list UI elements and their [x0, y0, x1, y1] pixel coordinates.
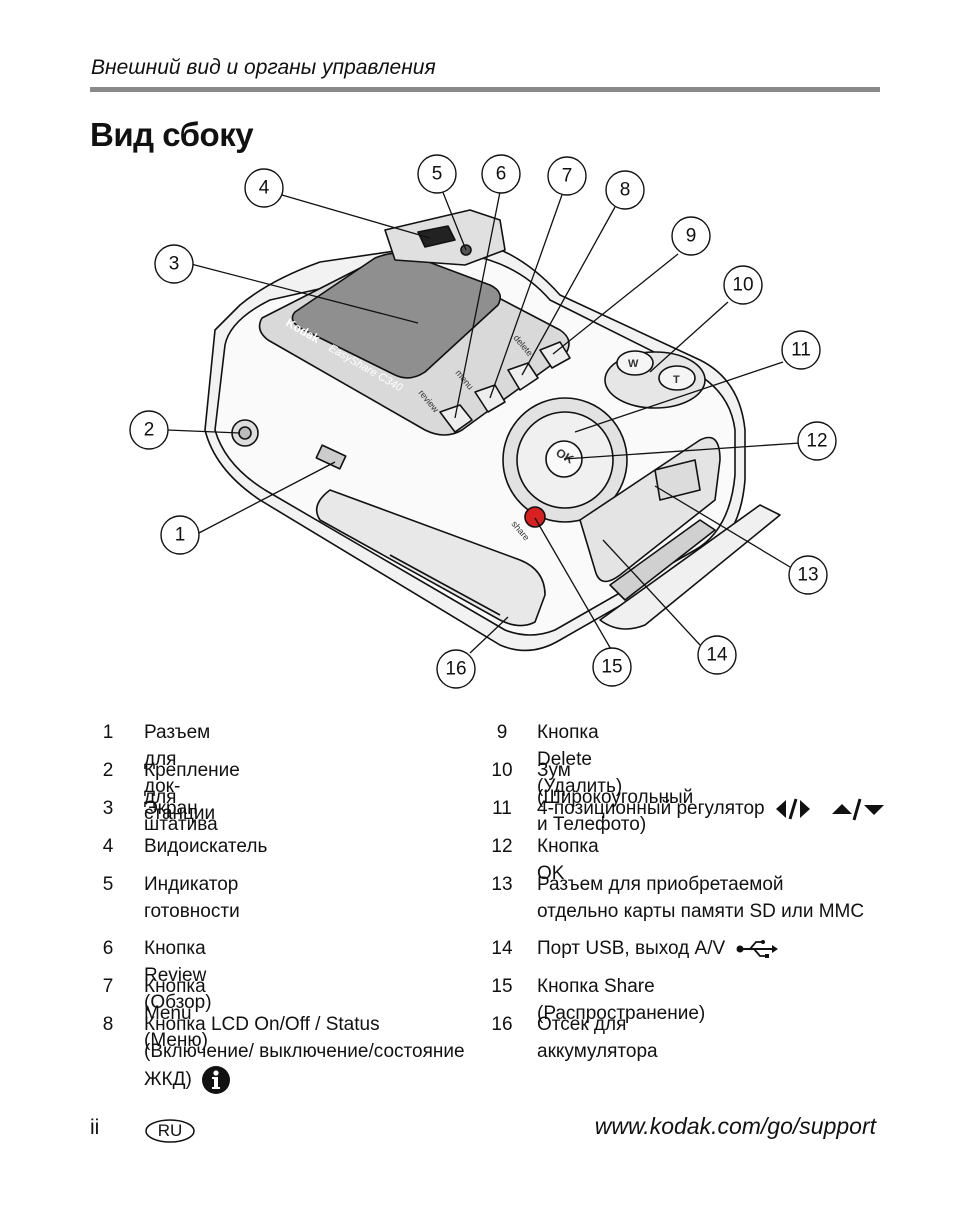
legend-text: Кнопка OK [537, 836, 599, 884]
legend-text: Видоискатель [144, 836, 268, 857]
legend-text: Отсек для аккумулятора [537, 1014, 658, 1062]
info-icon [202, 1066, 231, 1094]
legend-num: 2 [102, 760, 114, 781]
callout-circle-1 [160, 515, 200, 555]
legend-text: Зум (Широкоугольный и Телефото) [537, 760, 694, 835]
support-link[interactable]: www.kodak.com/go/support [594, 1113, 876, 1139]
callout-11: 11 [791, 340, 811, 361]
legend-num: 12 [491, 836, 513, 857]
zoom-t-label: T [673, 374, 680, 386]
legend-text: Кнопка Review (Обзор) [144, 938, 212, 1013]
callout-14: 14 [706, 645, 728, 666]
zoom-w-label: W [628, 358, 639, 370]
legend-text: Крепление для штатива [144, 760, 240, 835]
callout-10: 10 [732, 275, 753, 296]
callout-circle-11 [781, 330, 821, 370]
callout-circle-16 [436, 649, 476, 689]
legend-num: 13 [491, 874, 513, 895]
legend-num: 9 [496, 722, 508, 743]
legend-text: Кнопка Delete (Удалить) [537, 722, 623, 797]
callout-5: 5 [432, 164, 443, 185]
callout-9: 9 [686, 226, 697, 247]
language-badge: RU [145, 1119, 195, 1143]
callout-4: 4 [259, 178, 270, 199]
legend-text: Разъем для приобретаемой отдельно карты … [537, 874, 865, 922]
callout-circle-3 [154, 244, 194, 284]
section-header: Внешний вид и органы управления [91, 56, 436, 79]
callout-circle-5 [417, 154, 457, 194]
legend-num: 4 [102, 836, 114, 857]
legend-text: Кнопка Menu (Меню) [144, 976, 209, 1051]
legend-num: 15 [491, 976, 513, 997]
callout-15: 15 [601, 657, 622, 678]
page-number: ii [90, 1116, 100, 1139]
callout-circle-10 [723, 265, 763, 305]
callout-circle-14 [697, 635, 737, 675]
legend-num: 1 [102, 722, 114, 743]
callout-13: 13 [797, 565, 818, 586]
legend-text: Экран [144, 798, 198, 819]
legend-num: 10 [491, 760, 513, 781]
usb-icon [736, 939, 779, 958]
page-title: Вид сбоку [90, 116, 254, 153]
legend-text: Индикатор готовности [144, 874, 240, 922]
callout-12: 12 [806, 431, 827, 452]
legend-num: 8 [102, 1014, 114, 1035]
legend-num: 11 [492, 798, 512, 819]
callout-3: 3 [169, 254, 180, 275]
legend-text: Кнопка LCD On/Off / Status (Включение/ в… [144, 1011, 484, 1095]
legend-num: 14 [491, 938, 513, 959]
legend-text: 4-позиционный регулятор [537, 795, 886, 822]
callout-circle-4 [244, 168, 284, 208]
callout-16: 16 [445, 659, 466, 680]
legend-num: 3 [102, 798, 114, 819]
callout-8: 8 [620, 180, 631, 201]
language-badge-text: RU [158, 1121, 183, 1140]
callout-circle-9 [671, 216, 711, 256]
callout-circle-7 [547, 156, 587, 196]
legend-text-content: Порт USB, выход A/V [537, 938, 726, 959]
header-divider [90, 87, 880, 92]
four-way-arrows-icon [775, 798, 884, 821]
legend-num: 16 [491, 1014, 513, 1035]
legend-num: 7 [102, 976, 114, 997]
camera-side-view-figure: Kodak EasyShare C340 delete menu review … [129, 154, 837, 689]
callout-circle-12 [797, 421, 837, 461]
callout-circle-13 [788, 555, 828, 595]
callout-2: 2 [144, 420, 155, 441]
legend-text-content: 4-позиционный регулятор [537, 798, 765, 819]
callout-6: 6 [496, 164, 507, 185]
callout-1: 1 [175, 525, 186, 546]
legend-text: Порт USB, выход A/V [537, 935, 779, 962]
callout-circle-8 [605, 170, 645, 210]
callout-circle-15 [592, 647, 632, 687]
legend-text-content: Кнопка LCD On/Off / Status (Включение/ в… [144, 1014, 465, 1091]
callout-circle-2 [129, 410, 169, 450]
callout-7: 7 [562, 166, 573, 187]
legend-text: Разъем для док-станции [144, 722, 216, 824]
legend-num: 5 [102, 874, 114, 895]
legend-num: 6 [102, 938, 114, 959]
callout-circle-6 [481, 154, 521, 194]
legend-text: Кнопка Share (Распространение) [537, 976, 706, 1024]
